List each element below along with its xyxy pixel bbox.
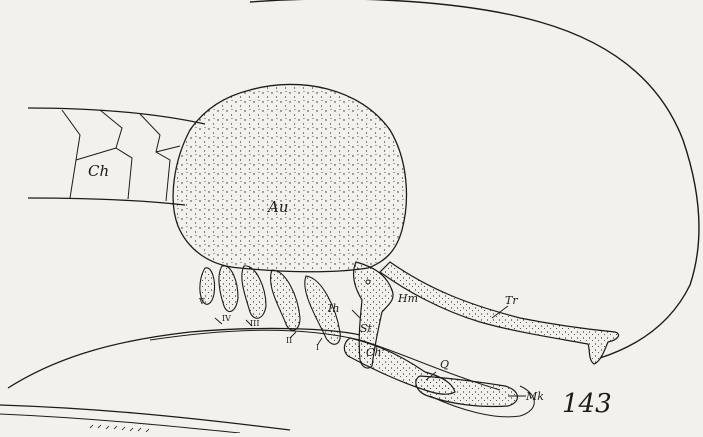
label-q: Q	[440, 358, 449, 371]
yolk-hatching	[90, 425, 149, 432]
label-hm: Hm	[397, 292, 418, 305]
arch-iii	[242, 266, 266, 318]
label-ch: Ch	[88, 162, 109, 180]
label-arch-iii: III	[250, 319, 259, 328]
notochord-cell-walls	[62, 110, 180, 201]
label-arch-iv: IV	[222, 314, 231, 323]
label-arch-v: V	[198, 297, 205, 306]
label-ch-prime: Ch'	[366, 346, 385, 359]
label-ih: Ih	[327, 302, 339, 315]
figure-number: 143	[562, 389, 612, 419]
auditory-capsule	[173, 84, 406, 271]
label-tr: Tr	[505, 294, 518, 307]
label-arch-i: I	[316, 343, 319, 352]
body-base-line-1	[0, 405, 290, 430]
notochord-lower-edge	[28, 198, 185, 205]
notochord-upper-edge	[28, 108, 205, 124]
body-base-line-2	[0, 414, 240, 433]
body-lower-line	[8, 328, 360, 388]
label-arch-ii: II	[286, 336, 292, 345]
label-au: Au	[266, 198, 289, 216]
arch-iv	[219, 266, 238, 312]
arch-ii	[271, 270, 300, 330]
label-st: St	[360, 322, 373, 335]
meckels-cartilage	[416, 376, 518, 407]
label-mk: Mk	[525, 390, 544, 403]
